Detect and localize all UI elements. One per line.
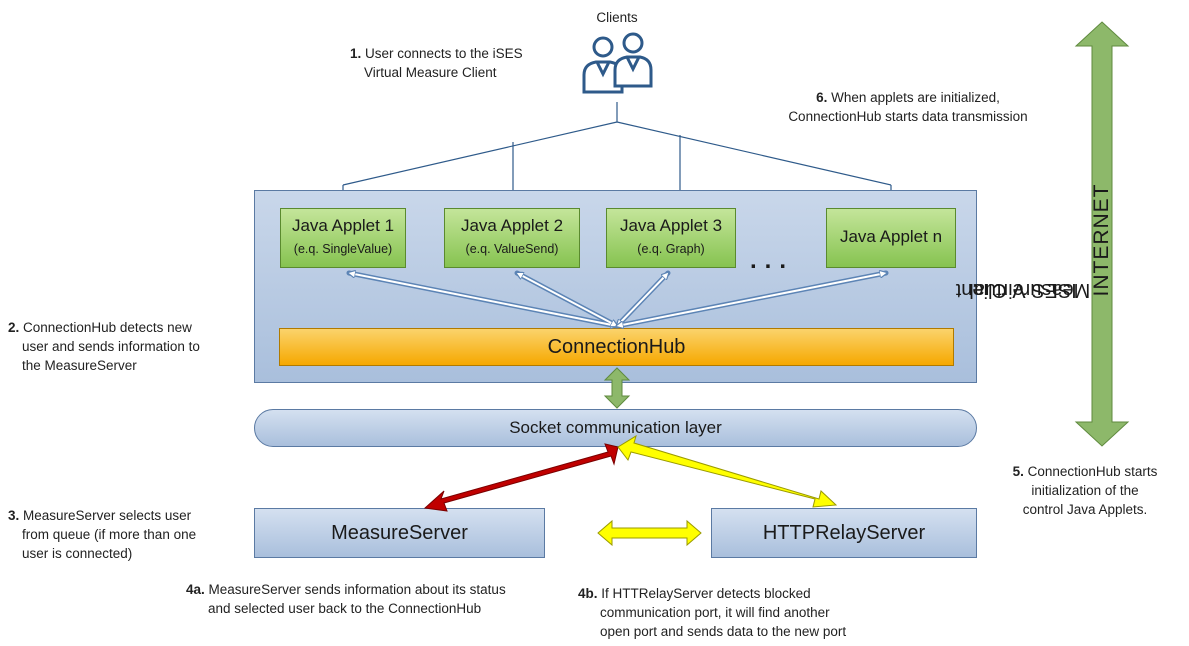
note-text: Virtual Measure Client	[364, 65, 497, 80]
note-text: User connects to the iSES	[365, 46, 523, 61]
java-applet-1[interactable]: Java Applet 1 (e.q. SingleValue)	[280, 208, 406, 268]
note-text: MeasureServer sends information about it…	[208, 582, 506, 597]
note-text: initialization of the	[1031, 483, 1139, 498]
applet-title: Java Applet n	[839, 227, 943, 246]
socket-communication-layer[interactable]: Socket communication layer	[254, 409, 977, 447]
note-number: 1.	[350, 46, 362, 61]
note-number: 2.	[8, 320, 20, 335]
measure-server[interactable]: MeasureServer	[254, 508, 545, 558]
note-text: user and sends information to	[22, 339, 200, 354]
note-text: from queue (if more than one	[22, 527, 197, 542]
note-text: the MeasureServer	[22, 358, 137, 373]
note-number: 4b.	[578, 586, 598, 601]
java-applet-2[interactable]: Java Applet 2 (e.q. ValueSend)	[444, 208, 580, 268]
applet-subtitle: (e.q. SingleValue)	[293, 242, 393, 256]
note-text: and selected user back to the Connection…	[208, 601, 482, 616]
note-text: When applets are initialized,	[831, 90, 1000, 105]
note-text: open port and sends data to the new port	[600, 624, 847, 639]
applet-subtitle: (e.q. ValueSend)	[465, 242, 559, 256]
clients-label: Clients	[596, 10, 638, 25]
internet-arrow	[1074, 21, 1130, 447]
socket-measureserver-arrow	[423, 443, 619, 512]
note-number: 3.	[8, 508, 20, 523]
note-2: 2. ConnectionHub detects new user and se…	[8, 318, 248, 375]
note-text: ConnectionHub starts data transmission	[788, 109, 1028, 124]
applet-title: Java Applet 3	[619, 216, 723, 235]
socket-relayserver-arrow	[617, 434, 838, 508]
note-text: communication port, it will find another	[600, 605, 830, 620]
note-text: user is connected)	[22, 546, 133, 561]
note-text: ConnectionHub starts	[1027, 464, 1158, 479]
java-applet-n[interactable]: Java Applet n	[826, 208, 956, 268]
hub-applet-arrows	[346, 273, 889, 326]
http-relay-server[interactable]: HTTPRelayServer	[711, 508, 977, 558]
server-server-arrow	[597, 519, 702, 547]
note-5: 5. ConnectionHub starts initialization o…	[990, 462, 1180, 519]
note-1: 1. User connects to the iSES Virtual Mea…	[350, 44, 560, 82]
note-text: ConnectionHub detects new	[23, 320, 192, 335]
note-6: 6. When applets are initialized, Connect…	[758, 88, 1058, 126]
note-number: 5.	[1012, 464, 1024, 479]
applet-subtitle: (e.q. Graph)	[637, 242, 705, 256]
internet-label: INTERNET	[1085, 180, 1119, 300]
java-applet-3[interactable]: Java Applet 3 (e.q. Graph)	[606, 208, 736, 268]
note-text: If HTTRelayServer detects blocked	[601, 586, 811, 601]
note-3: 3. MeasureServer selects user from queue…	[8, 506, 248, 563]
note-4a: 4a. MeasureServer sends information abou…	[186, 580, 566, 618]
note-4b: 4b. If HTTRelayServer detects blocked co…	[578, 584, 878, 641]
hub-socket-arrow	[603, 367, 631, 409]
note-text: control Java Applets.	[1022, 502, 1148, 517]
applet-title: Java Applet 2	[460, 216, 564, 235]
note-number: 4a.	[186, 582, 205, 597]
note-number: 6.	[816, 90, 828, 105]
note-text: MeasureServer selects user	[23, 508, 192, 523]
internet-text: INTERNET	[1090, 183, 1113, 297]
clients-icon	[582, 32, 653, 94]
applet-title: Java Applet 1	[291, 216, 395, 235]
